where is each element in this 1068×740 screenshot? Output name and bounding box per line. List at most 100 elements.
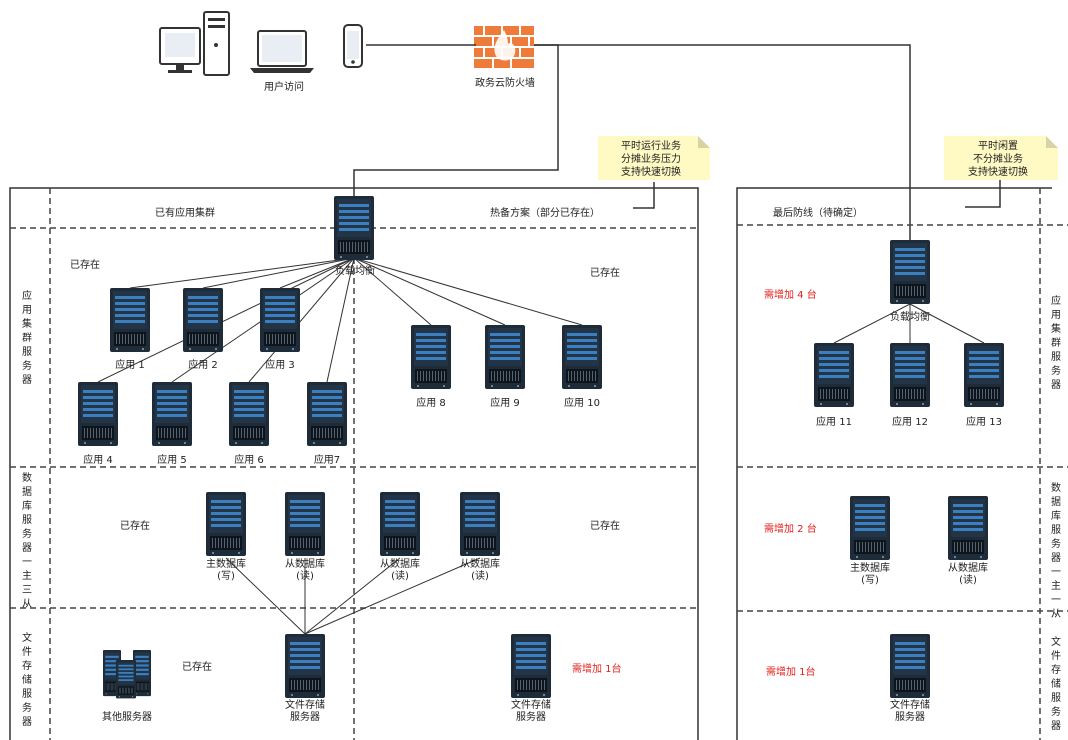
file-storage-server-new: [511, 634, 551, 698]
db-slave-label-3-line-2: (读): [471, 571, 489, 582]
right-db-slave-label-line-2: (读): [959, 575, 977, 586]
note-right-line-3: 支持快速切换: [968, 167, 1028, 178]
file-server-label-line-2: 服务器: [290, 712, 320, 723]
db-slave-label-2-line-2: (读): [391, 571, 409, 582]
last-defense-header: 最后防线（待确定）: [773, 208, 863, 219]
app-label-5: 应用 5: [157, 455, 187, 466]
app-label-8: 应用 8: [416, 398, 446, 409]
existing-label-db: 已存在: [120, 521, 150, 532]
db-slave-server-1: [285, 492, 325, 556]
right-file-server-label-line-2: 服务器: [895, 712, 925, 723]
app-label-12: 应用 12: [892, 417, 928, 428]
hot-standby-header: 热备方案（部分已存在）: [490, 208, 600, 219]
app-server-7: [307, 382, 347, 446]
db-slave-label-2-line-1: 从数据库: [380, 559, 420, 570]
db-file-links: [225, 557, 481, 635]
dashed-grid: [10, 188, 1068, 740]
app-label-3: 应用 3: [265, 360, 295, 371]
app-label-7: 应用7: [313, 455, 341, 466]
note-left: 平时运行业务 分摊业务压力 支持快速切换: [598, 136, 710, 180]
db-slave-label-3-line-1: 从数据库: [460, 559, 500, 570]
desktop-monitor-icon: [159, 27, 201, 73]
db-master-label-line-1: 主数据库: [206, 559, 246, 570]
existing-label-hot-apps: 已存在: [590, 268, 620, 279]
desktop-tower-icon: [203, 11, 230, 76]
right-db-slave-label-line-1: 从数据库: [948, 563, 988, 574]
right-file-server-label-line-1: 文件存储: [890, 700, 930, 711]
existing-label-apps: 已存在: [70, 260, 100, 271]
device-icons: [159, 11, 534, 76]
app-server-3: [260, 288, 300, 352]
app-server-12: [890, 343, 930, 407]
app-server-5: [152, 382, 192, 446]
laptop-icon: [250, 30, 314, 73]
note-left-line-1: 平时运行业务: [621, 141, 681, 152]
app-server-9: [485, 325, 525, 389]
need-add-4: 需增加 4 台: [764, 290, 817, 301]
note-right-line-2: 不分摊业务: [973, 154, 1023, 165]
phone-icon: [343, 24, 363, 68]
right-db-master-label-line-1: 主数据库: [850, 563, 890, 574]
lb-links: [97, 257, 985, 383]
db-slave-server-2: [380, 492, 420, 556]
right-file-storage-server: [890, 634, 930, 698]
row-label-db: 数据库服务器一主三从: [22, 473, 32, 610]
note-right: 平时闲置 不分摊业务 支持快速切换: [944, 136, 1058, 180]
right-row-label-db: 数据库服务器一主一从: [1051, 483, 1061, 620]
app-label-11: 应用 11: [816, 417, 852, 428]
right-db-master-label-line-2: (写): [861, 575, 879, 586]
db-master-label: 主数据库 (写): [206, 559, 246, 583]
app-label-9: 应用 9: [490, 398, 520, 409]
db-slave-label-2: 从数据库 (读): [380, 559, 420, 583]
existing-label-hot-db: 已存在: [590, 521, 620, 532]
user-access-label: 用户访问: [264, 82, 304, 93]
load-balancer-label: 负载均衡: [335, 266, 375, 277]
note-left-line-2: 分摊业务压力: [621, 154, 681, 165]
firewall-label: 政务云防火墙: [475, 78, 535, 89]
right-load-balancer-server: [890, 240, 930, 304]
app-server-10: [562, 325, 602, 389]
app-server-2: [183, 288, 223, 352]
firewall-icon: [474, 26, 534, 68]
file-server-new-label-line-2: 服务器: [516, 712, 546, 723]
right-db-slave-label: 从数据库 (读): [948, 563, 988, 587]
connection-lines: [353, 44, 1001, 242]
app-server-4: [78, 382, 118, 446]
app-label-1: 应用 1: [115, 360, 145, 371]
file-server-label-line-1: 文件存储: [285, 700, 325, 711]
db-slave-label-1-line-2: (读): [296, 571, 314, 582]
block-frames: [9, 187, 1052, 740]
right-row-label-app-cluster: 应用集群服务器: [1051, 296, 1061, 391]
app-label-13: 应用 13: [966, 417, 1002, 428]
app-server-8: [411, 325, 451, 389]
app-label-10: 应用 10: [564, 398, 600, 409]
note-left-line-3: 支持快速切换: [621, 167, 681, 178]
right-db-master-label: 主数据库 (写): [850, 563, 890, 587]
right-db-slave-server: [948, 496, 988, 560]
other-servers-label: 其他服务器: [102, 712, 152, 723]
need-add-1-left: 需增加 1台: [572, 664, 622, 675]
right-row-label-file: 文件存储服务器: [1051, 637, 1061, 732]
db-master-label-line-2: (写): [217, 571, 235, 582]
row-label-app-cluster: 应用集群服务器: [22, 291, 32, 386]
file-server-label: 文件存储 服务器: [285, 700, 325, 724]
app-label-6: 应用 6: [234, 455, 264, 466]
other-servers-icon: [103, 650, 151, 699]
servers: [78, 196, 1004, 699]
existing-cluster-header: 已有应用集群: [155, 208, 215, 219]
need-add-1-right: 需增加 1台: [766, 667, 816, 678]
db-slave-server-3: [460, 492, 500, 556]
db-slave-label-1-line-1: 从数据库: [285, 559, 325, 570]
row-label-file: 文件存储服务器: [22, 633, 32, 728]
file-storage-server: [285, 634, 325, 698]
file-server-new-label-line-1: 文件存储: [511, 700, 551, 711]
db-slave-label-3: 从数据库 (读): [460, 559, 500, 583]
right-db-master-server: [850, 496, 890, 560]
app-server-11: [814, 343, 854, 407]
note-right-line-1: 平时闲置: [978, 141, 1018, 152]
app-server-13: [964, 343, 1004, 407]
load-balancer-server: [334, 196, 374, 260]
existing-label-file: 已存在: [182, 662, 212, 673]
app-label-4: 应用 4: [83, 455, 113, 466]
